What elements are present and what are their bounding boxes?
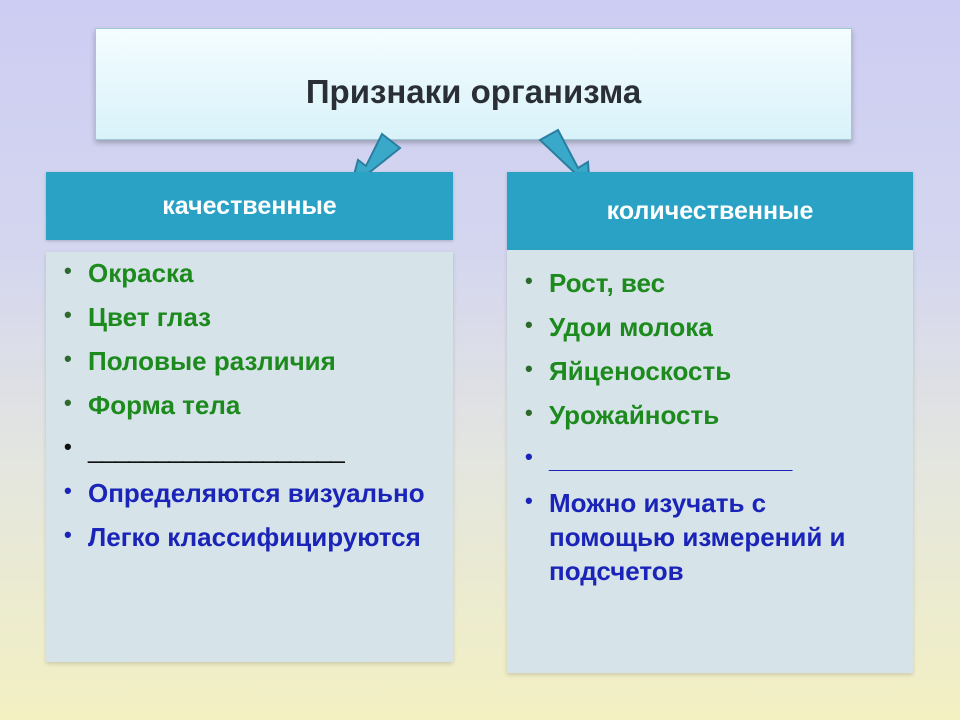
list-item: • Рост, вес bbox=[523, 266, 897, 300]
list-item: • ___________________ bbox=[62, 432, 437, 466]
list-item-text: Легко классифицируются bbox=[88, 522, 421, 552]
list-item-text: Форма тела bbox=[88, 390, 241, 420]
list-item-text: Удои молока bbox=[549, 312, 713, 342]
bullet-icon: • bbox=[525, 356, 533, 381]
bullet-icon: • bbox=[525, 488, 533, 513]
bullet-icon: • bbox=[525, 312, 533, 337]
list-item-text: Урожайность bbox=[549, 400, 720, 430]
list-item: • __________________ bbox=[523, 442, 897, 476]
list-item: • Можно изучать с помощью измерений и под… bbox=[523, 486, 897, 588]
bullet-icon: • bbox=[64, 522, 72, 547]
list-item: • Форма тела bbox=[62, 388, 437, 422]
list-item: • Окраска bbox=[62, 256, 437, 290]
list-item-text: Яйценоскость bbox=[549, 356, 732, 386]
quantitative-header: количественные bbox=[507, 172, 913, 250]
bullet-icon: • bbox=[525, 268, 533, 293]
bullet-icon: • bbox=[64, 478, 72, 503]
bullet-icon: • bbox=[64, 302, 72, 327]
qualitative-column: качественные • Окраска • Цвет глаз • Половые … bbox=[46, 172, 453, 662]
list-item-text: Можно изучать с помощью измерений и подс… bbox=[549, 488, 846, 586]
list-item: • Половые различия bbox=[62, 344, 437, 378]
title-box: Признаки организма bbox=[95, 28, 852, 140]
bullet-icon: • bbox=[525, 400, 533, 425]
qualitative-list-panel: • Окраска • Цвет глаз • Половые различия • Форм… bbox=[46, 252, 453, 662]
bullet-icon: • bbox=[64, 258, 72, 283]
list-item-text: Определяются визуально bbox=[88, 478, 425, 508]
bullet-icon: • bbox=[525, 444, 533, 469]
qualitative-list: • Окраска • Цвет глаз • Половые различия • Форм… bbox=[62, 256, 437, 554]
quantitative-list: • Рост, вес • Удои молока • Яйценоскость • Урож… bbox=[523, 266, 897, 588]
list-item: • Легко классифицируются bbox=[62, 520, 437, 554]
quantitative-column: количественные • Рост, вес • Удои молока • Яй… bbox=[507, 172, 913, 673]
list-item: • Удои молока bbox=[523, 310, 897, 344]
list-item-text: Окраска bbox=[88, 258, 194, 288]
list-item: • Яйценоскость bbox=[523, 354, 897, 388]
list-item: • Определяются визуально bbox=[62, 476, 437, 510]
list-item: • Урожайность bbox=[523, 398, 897, 432]
quantitative-list-panel: • Рост, вес • Удои молока • Яйценоскость • Урож… bbox=[507, 250, 913, 673]
list-item-text: Рост, вес bbox=[549, 268, 666, 298]
list-item-text: ___________________ bbox=[88, 434, 345, 464]
list-item: • Цвет глаз bbox=[62, 300, 437, 334]
diagram-title: Признаки организма bbox=[305, 73, 642, 110]
bullet-icon: • bbox=[64, 346, 72, 371]
bullet-icon: • bbox=[64, 390, 72, 415]
list-item-text: Половые различия bbox=[88, 346, 336, 376]
list-item-text: __________________ bbox=[549, 444, 792, 474]
qualitative-header: качественные bbox=[46, 172, 453, 240]
list-item-text: Цвет глаз bbox=[88, 302, 212, 332]
bullet-icon: • bbox=[64, 434, 72, 459]
